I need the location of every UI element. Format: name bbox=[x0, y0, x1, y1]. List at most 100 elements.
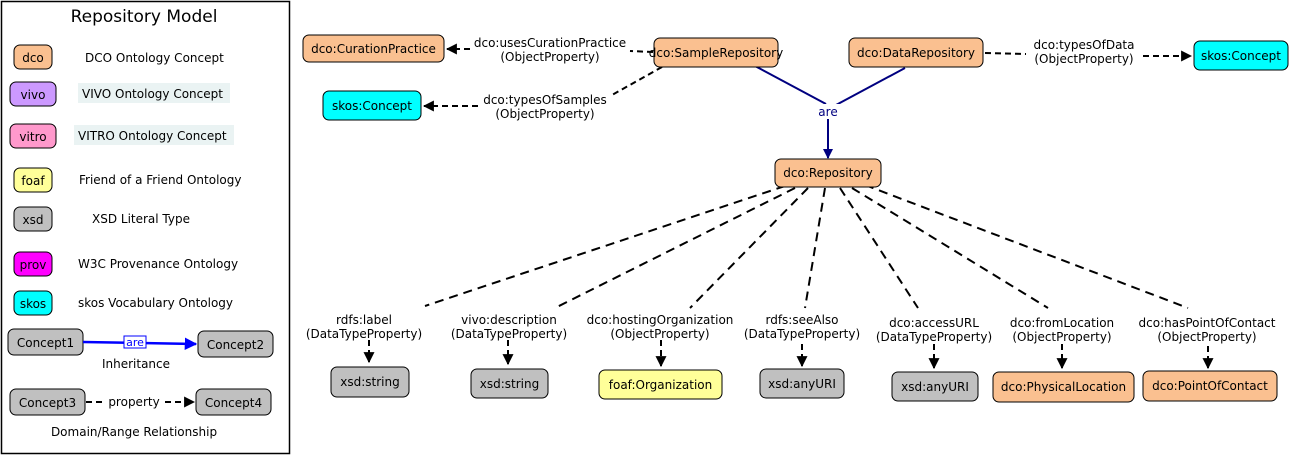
node-description-range-text: xsd:string bbox=[480, 377, 539, 391]
legend-label-prov: W3C Provenance Ontology bbox=[78, 257, 238, 271]
types-of-samples-name: dco:typesOfSamples bbox=[483, 93, 607, 107]
access-url-type: (DataTypeProperty) bbox=[876, 330, 992, 344]
uses-curation-practice-type: (ObjectProperty) bbox=[500, 50, 599, 64]
node-skos-concept-samples-text: skos:Concept bbox=[332, 99, 412, 113]
legend-item-foaf: foaf Friend of a Friend Ontology bbox=[13, 167, 241, 193]
legend-badge-foaf-text: foaf bbox=[21, 174, 45, 188]
description-property-name: vivo:description bbox=[461, 313, 557, 327]
types-of-samples-type: (ObjectProperty) bbox=[495, 107, 594, 121]
legend-badge-prov bbox=[13, 251, 53, 277]
node-access-url-range: xsd:anyURI bbox=[891, 371, 979, 402]
legend-inheritance-caption: Inheritance bbox=[102, 357, 170, 371]
node-sample-repository: dco:SampleRepository bbox=[649, 37, 783, 68]
node-curation-practice-text: dco:CurationPractice bbox=[311, 42, 436, 56]
legend-item-prov: prov W3C Provenance Ontology bbox=[13, 251, 238, 277]
types-of-data-type: (ObjectProperty) bbox=[1034, 52, 1133, 66]
node-contact-range: dco:PointOfContact bbox=[1142, 370, 1278, 402]
node-sample-repository-text: dco:SampleRepository bbox=[649, 46, 783, 60]
node-skos-concept-samples: skos:Concept bbox=[322, 90, 422, 121]
edge-from-location-fan bbox=[851, 187, 1049, 309]
node-label-range-text: xsd:string bbox=[340, 375, 399, 389]
node-description-range: xsd:string bbox=[470, 368, 549, 399]
legend-label-xsd: XSD Literal Type bbox=[92, 212, 190, 226]
legend-badge-foaf bbox=[13, 167, 53, 193]
has-point-of-contact-type: (ObjectProperty) bbox=[1157, 330, 1256, 344]
legend-badge-xsd-text: xsd bbox=[23, 213, 44, 227]
legend-badge-skos bbox=[13, 290, 53, 316]
label-property-name: rdfs:label bbox=[336, 313, 392, 327]
types-of-data-name: dco:typesOfData bbox=[1034, 38, 1135, 52]
edge-sample-repo-inherits bbox=[754, 65, 827, 105]
node-skos-concept-data-text: skos:Concept bbox=[1201, 49, 1281, 63]
legend-label-dco: DCO Ontology Concept bbox=[85, 51, 224, 65]
legend-item-xsd: xsd XSD Literal Type bbox=[13, 206, 190, 232]
inheritance-label-bg bbox=[814, 104, 842, 119]
node-data-repository: dco:DataRepository bbox=[848, 37, 984, 68]
legend-concept1-text: Concept1 bbox=[17, 336, 74, 350]
legend-item-skos: skos skos Vocabulary Ontology bbox=[13, 290, 233, 316]
description-property-type: (DataTypeProperty) bbox=[451, 327, 567, 341]
edge-labels: are dco:usesCurationPractice (ObjectProp… bbox=[306, 36, 1276, 344]
legend-badge-dco-text: dco bbox=[22, 51, 44, 65]
access-url-name: dco:accessURL bbox=[889, 316, 979, 330]
node-curation-practice: dco:CurationPractice bbox=[302, 34, 445, 63]
legend-badge-dco bbox=[13, 44, 53, 70]
legend-label-vitro: VITRO Ontology Concept bbox=[78, 129, 227, 143]
edge-types-of-data-a bbox=[984, 52, 1027, 55]
node-from-location-range: dco:PhysicalLocation bbox=[992, 371, 1135, 403]
legend-badge-vitro bbox=[9, 123, 57, 149]
legend-item-vivo: vivo VIVO Ontology Concept bbox=[9, 81, 230, 107]
uses-curation-practice-name: dco:usesCurationPractice bbox=[474, 36, 626, 50]
edge-see-also-fan bbox=[804, 187, 826, 309]
legend-concept2-text: Concept2 bbox=[207, 338, 264, 352]
legend-domain-range: Concept3 Concept4 property Domain/Range … bbox=[9, 388, 272, 439]
legend-title: Repository Model bbox=[71, 7, 218, 27]
legend-label-vivo: VIVO Ontology Concept bbox=[82, 87, 223, 101]
legend-label-vivo-bg bbox=[78, 83, 230, 103]
from-location-type: (ObjectProperty) bbox=[1012, 330, 1111, 344]
legend-badge-vivo bbox=[9, 81, 57, 107]
legend-item-vitro: vitro VITRO Ontology Concept bbox=[9, 123, 234, 149]
node-skos-concept-data: skos:Concept bbox=[1193, 40, 1289, 71]
node-data-repository-text: dco:DataRepository bbox=[857, 46, 975, 60]
node-access-url-range-text: xsd:anyURI bbox=[901, 380, 969, 394]
legend-badge-vitro-text: vitro bbox=[19, 130, 46, 144]
legend-inheritance: Concept1 Concept2 are Inheritance bbox=[7, 328, 274, 371]
legend-label-vitro-bg bbox=[74, 125, 234, 145]
edge-data-repo-inherits bbox=[835, 67, 906, 106]
legend-badge-prov-text: prov bbox=[20, 258, 47, 272]
nodes: dco:CurationPractice dco:SampleRepositor… bbox=[302, 34, 1289, 403]
edge-types-of-samples-a bbox=[611, 66, 663, 96]
node-see-also-range: xsd:anyURI bbox=[759, 368, 845, 399]
legend-badge-xsd bbox=[13, 206, 53, 232]
legend-label-skos: skos Vocabulary Ontology bbox=[78, 296, 233, 310]
edge-label-fan bbox=[424, 185, 786, 307]
node-from-location-range-text: dco:PhysicalLocation bbox=[1001, 380, 1126, 394]
has-point-of-contact-name: dco:hasPointOfContact bbox=[1139, 316, 1276, 330]
node-hosting-org-range-text: foaf:Organization bbox=[609, 378, 712, 392]
label-property-type: (DataTypeProperty) bbox=[306, 327, 422, 341]
edges bbox=[363, 43, 1214, 370]
from-location-name: dco:fromLocation bbox=[1010, 316, 1114, 330]
node-see-also-range-text: xsd:anyURI bbox=[768, 377, 836, 391]
legend-label-foaf: Friend of a Friend Ontology bbox=[79, 173, 241, 187]
edge-hosting-org-fan bbox=[689, 187, 809, 309]
node-hosting-org-range: foaf:Organization bbox=[598, 369, 723, 400]
legend-domain-range-label: property bbox=[108, 395, 159, 409]
see-also-type: (DataTypeProperty) bbox=[744, 327, 860, 341]
legend-concept4-text: Concept4 bbox=[205, 396, 262, 410]
legend-item-dco: dco DCO Ontology Concept bbox=[13, 44, 224, 70]
legend-concept4 bbox=[195, 388, 272, 416]
legend-concept3-text: Concept3 bbox=[19, 396, 76, 410]
node-label-range: xsd:string bbox=[330, 366, 410, 398]
node-contact-range-text: dco:PointOfContact bbox=[1152, 379, 1268, 393]
legend-inheritance-label: are bbox=[126, 336, 144, 349]
inheritance-label: are bbox=[818, 105, 837, 119]
legend-domain-range-caption: Domain/Range Relationship bbox=[51, 425, 217, 439]
hosting-organization-name: dco:hostingOrganization bbox=[587, 313, 734, 327]
legend-concept2 bbox=[197, 330, 274, 358]
hosting-organization-type: (ObjectProperty) bbox=[610, 327, 709, 341]
legend-panel: Repository Model dco DCO Ontology Concep… bbox=[0, 0, 291, 455]
edge-description-fan bbox=[554, 187, 796, 309]
legend-badge-vivo-text: vivo bbox=[21, 88, 46, 102]
